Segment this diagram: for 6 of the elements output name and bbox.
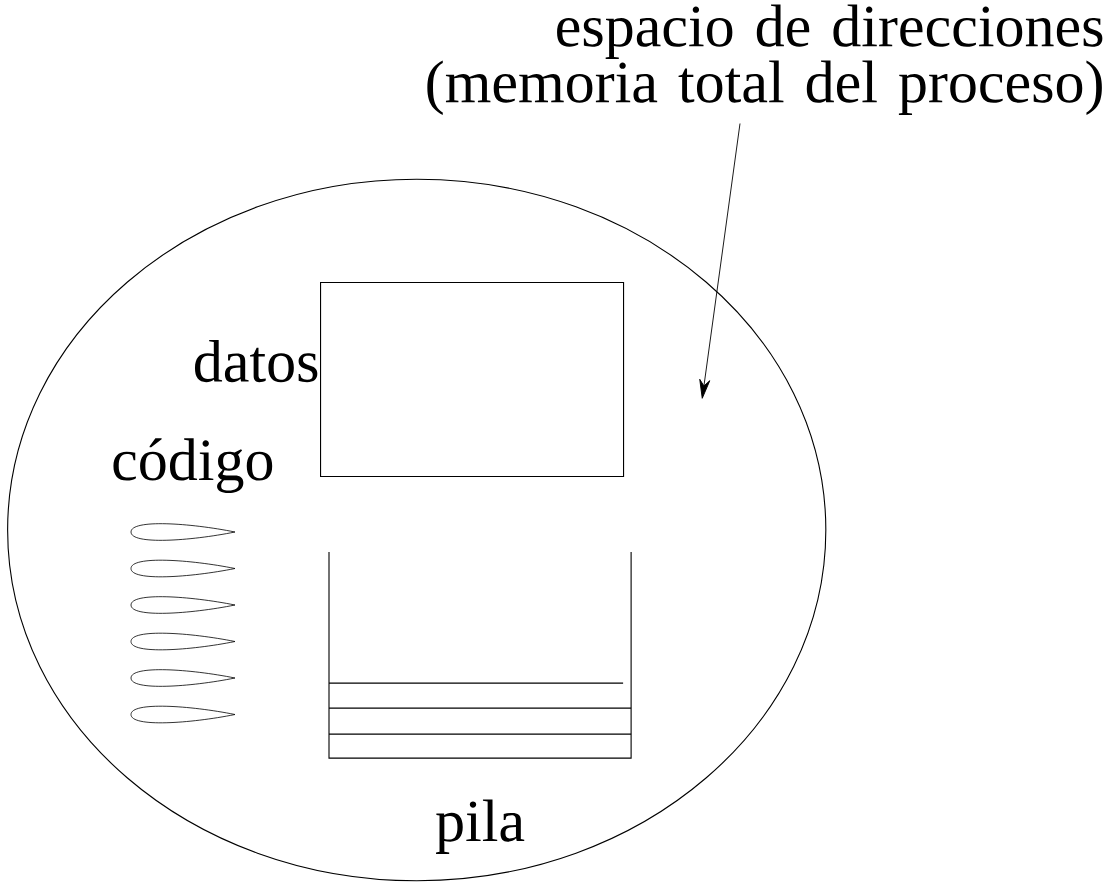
heading-label: espacio de direcciones (memoria total del proceso) xyxy=(427,4,1103,115)
node-label: datos xyxy=(194,339,318,383)
coil-drawing: código xyxy=(113,438,273,724)
address-space-ellipse xyxy=(7,178,827,882)
stack-drawing: pila xyxy=(328,551,632,854)
leader-arrow xyxy=(699,123,741,399)
